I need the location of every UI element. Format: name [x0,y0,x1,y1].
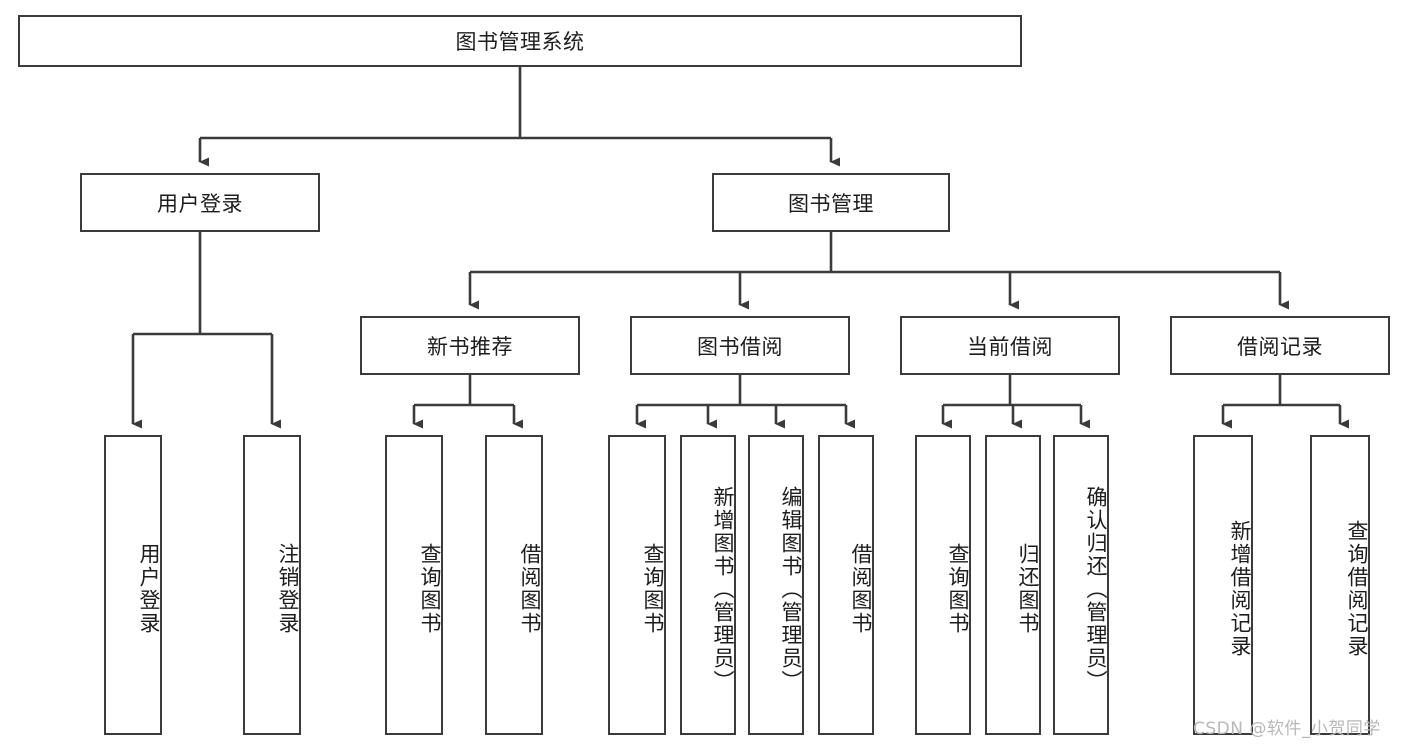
node-label: 用户登录 [137,543,161,635]
node-label: 查询图书 [641,543,665,635]
node-label: 用户登录 [157,191,243,216]
node-label: 借阅图书 [518,543,542,635]
node-user-login[interactable]: 用户登录 [80,173,320,232]
node-label: 借阅记录 [1237,334,1323,359]
node-label: 图书借阅 [697,334,783,359]
node-leaf-query-record[interactable]: 查询借阅记录 [1310,435,1370,735]
node-label: 确认归还（管理员） [1084,485,1108,693]
node-leaf-add-book[interactable]: 新增图书（管理员） [680,435,736,735]
node-label: 编辑图书（管理员） [779,485,803,693]
node-label: 注销登录 [276,543,300,635]
node-leaf-user-logout[interactable]: 注销登录 [243,435,301,735]
node-label: 新增借阅记录 [1228,520,1252,658]
node-leaf-borrow-book-2[interactable]: 借阅图书 [818,435,874,735]
node-leaf-confirm-return[interactable]: 确认归还（管理员） [1053,435,1109,735]
node-new-book-recommend[interactable]: 新书推荐 [360,316,580,375]
node-leaf-return-book[interactable]: 归还图书 [985,435,1041,735]
node-leaf-query-book-1[interactable]: 查询图书 [385,435,443,735]
node-label: 新书推荐 [427,334,513,359]
node-label: 借阅图书 [849,543,873,635]
node-book-borrow[interactable]: 图书借阅 [630,316,850,375]
node-leaf-edit-book[interactable]: 编辑图书（管理员） [748,435,804,735]
node-label: 查询借阅记录 [1345,520,1369,658]
node-label: 图书管理 [788,191,874,216]
node-label: 当前借阅 [967,334,1053,359]
node-leaf-borrow-book-1[interactable]: 借阅图书 [485,435,543,735]
node-label: 归还图书 [1016,543,1040,635]
node-current-borrow[interactable]: 当前借阅 [900,316,1120,375]
node-label: 查询图书 [946,543,970,635]
node-leaf-user-login[interactable]: 用户登录 [104,435,162,735]
node-leaf-add-record[interactable]: 新增借阅记录 [1193,435,1253,735]
node-book-manage[interactable]: 图书管理 [712,173,950,232]
node-leaf-query-book-3[interactable]: 查询图书 [915,435,971,735]
node-root[interactable]: 图书管理系统 [18,15,1022,67]
node-label: 新增图书（管理员） [711,485,735,693]
node-borrow-record[interactable]: 借阅记录 [1170,316,1390,375]
node-leaf-query-book-2[interactable]: 查询图书 [608,435,666,735]
node-label: 图书管理系统 [455,30,585,54]
node-label: 查询图书 [418,543,442,635]
